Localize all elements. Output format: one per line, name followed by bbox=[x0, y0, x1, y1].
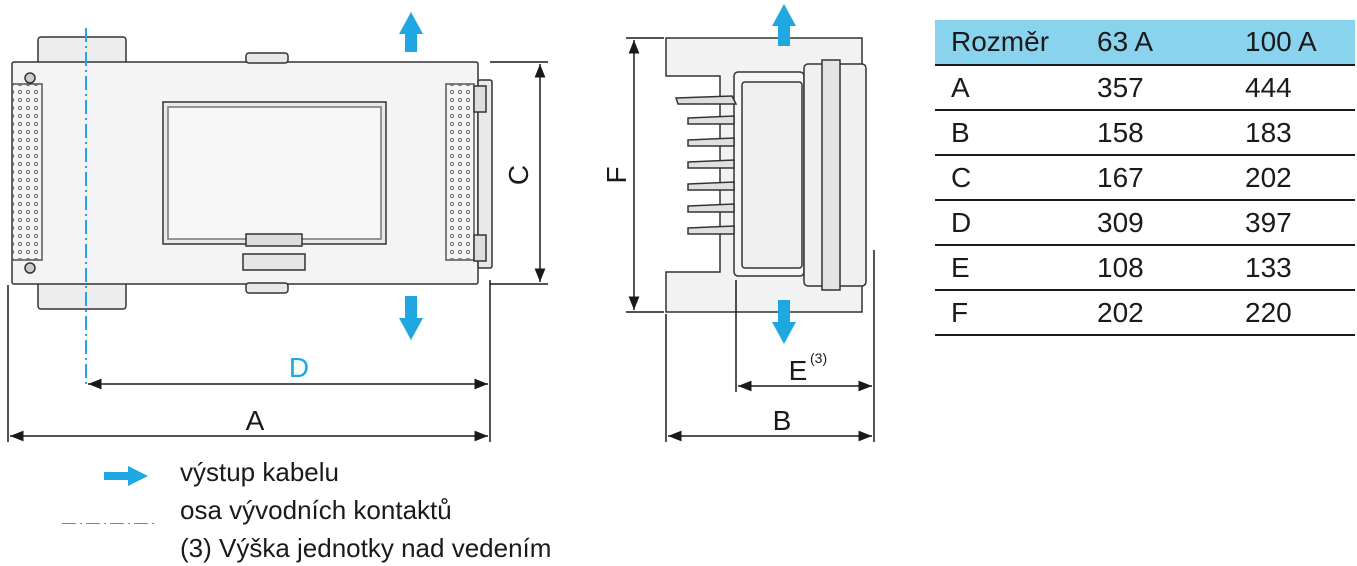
table-cell: F bbox=[935, 290, 1081, 336]
table-cell: 202 bbox=[1229, 155, 1355, 201]
dimension-table: Rozměr 63 A 100 A A 357 444 B 158 183 C … bbox=[935, 20, 1355, 336]
header-100a: 100 A bbox=[1229, 20, 1355, 66]
label-e: E bbox=[789, 355, 808, 386]
label-a: A bbox=[246, 405, 265, 436]
table-cell: D bbox=[935, 200, 1081, 246]
dimension-a bbox=[7, 285, 488, 442]
table-row: C 167 202 bbox=[935, 155, 1355, 201]
dimension-c bbox=[490, 61, 548, 285]
table-header-row: Rozměr 63 A 100 A bbox=[935, 20, 1355, 66]
table-row: A 357 444 bbox=[935, 65, 1355, 111]
header-63a: 63 A bbox=[1081, 20, 1229, 66]
table-cell: 158 bbox=[1081, 110, 1229, 156]
legend-arrow-row: výstup kabelu bbox=[60, 454, 339, 490]
table-cell: 133 bbox=[1229, 245, 1355, 291]
label-f: F bbox=[601, 166, 632, 183]
label-d: D bbox=[289, 352, 309, 383]
blue-arrow-icon bbox=[60, 462, 170, 486]
table-cell: C bbox=[935, 155, 1081, 201]
legend-axis-text: osa vývodních kontaktů bbox=[180, 494, 452, 525]
side-view bbox=[665, 37, 867, 313]
dimension-b bbox=[665, 314, 872, 442]
table-row: E 108 133 bbox=[935, 245, 1355, 291]
table-cell: 357 bbox=[1081, 65, 1229, 111]
front-view bbox=[11, 36, 493, 310]
table-cell: B bbox=[935, 110, 1081, 156]
label-b: B bbox=[773, 405, 792, 436]
legend-axis-row: osa vývodních kontaktů bbox=[60, 492, 452, 528]
dimension-f bbox=[626, 37, 664, 313]
label-e-note: (3) bbox=[810, 350, 827, 366]
table-cell: 108 bbox=[1081, 245, 1229, 291]
dimension-e bbox=[735, 250, 875, 442]
dash-dot-axis-icon bbox=[60, 500, 170, 525]
table-cell: 309 bbox=[1081, 200, 1229, 246]
table-row: B 158 183 bbox=[935, 110, 1355, 156]
blue-arrow-icon bbox=[772, 4, 796, 344]
header-dimension: Rozměr bbox=[935, 20, 1081, 66]
label-c: C bbox=[503, 165, 534, 185]
blue-arrow-icon bbox=[399, 12, 423, 340]
table-cell: 167 bbox=[1081, 155, 1229, 201]
table-cell: E bbox=[935, 245, 1081, 291]
table-row: D 309 397 bbox=[935, 200, 1355, 246]
table-cell: 202 bbox=[1081, 290, 1229, 336]
table-cell: 397 bbox=[1229, 200, 1355, 246]
legend-note-row: (3) Výška jednotky nad vedením bbox=[60, 530, 551, 566]
table-row: F 202 220 bbox=[935, 290, 1355, 336]
table-cell: 220 bbox=[1229, 290, 1355, 336]
dimension-d bbox=[88, 280, 491, 442]
legend-arrow-text: výstup kabelu bbox=[180, 456, 339, 487]
legend-note-text: (3) Výška jednotky nad vedením bbox=[180, 532, 552, 563]
table-cell: A bbox=[935, 65, 1081, 111]
table-cell: 183 bbox=[1229, 110, 1355, 156]
table-cell: 444 bbox=[1229, 65, 1355, 111]
